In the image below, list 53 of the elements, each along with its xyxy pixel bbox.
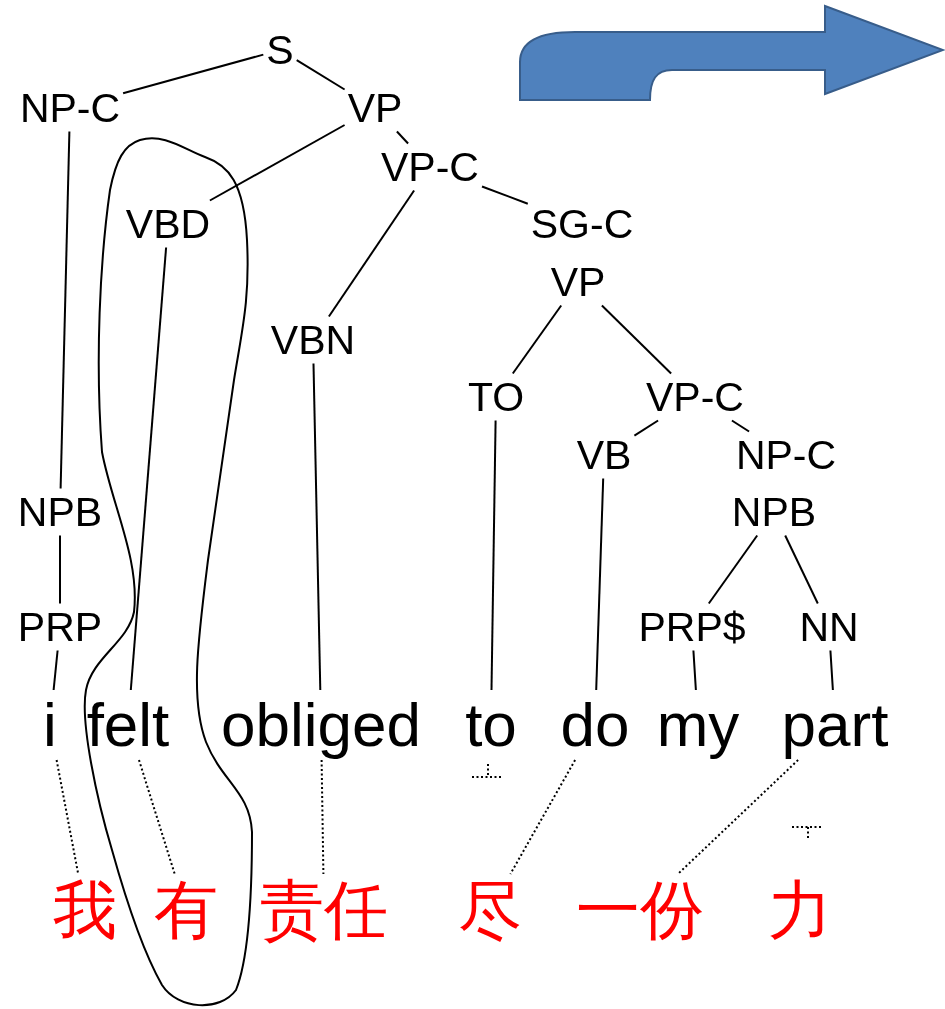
tree-branch xyxy=(395,130,410,145)
tree-branch xyxy=(707,534,759,605)
tree-label: PRP xyxy=(17,606,103,648)
alignment-line xyxy=(138,759,176,875)
tree-label: PRP$ xyxy=(638,606,746,648)
chinese-word: 我 xyxy=(53,878,117,942)
tree-label: VP xyxy=(550,261,606,303)
tree-branch xyxy=(829,649,834,691)
alignment-line xyxy=(55,759,80,875)
chinese-word: 一份 xyxy=(576,878,704,942)
tree-branch xyxy=(295,59,346,91)
tree-branch xyxy=(730,419,751,433)
english-word: i xyxy=(43,694,57,756)
chinese-word: 尽 xyxy=(458,878,522,942)
tree-branch xyxy=(784,534,819,605)
tree-label: NP-C xyxy=(735,434,837,476)
tree-label: NP-C xyxy=(19,87,121,129)
tree-branch xyxy=(595,477,605,691)
chinese-word: 责任 xyxy=(260,878,388,942)
tree-label: VP-C xyxy=(646,376,744,418)
english-word: do xyxy=(560,694,630,756)
tree-label: VP xyxy=(347,87,403,129)
tree-label: TO xyxy=(467,376,525,418)
tree-branch xyxy=(59,534,61,605)
tree-branch xyxy=(490,419,497,691)
tree-branch xyxy=(122,53,265,95)
tree-label: NPB xyxy=(731,491,817,533)
tree-branch xyxy=(52,649,59,691)
english-word: felt xyxy=(86,694,170,756)
tree-branch xyxy=(312,362,322,691)
tree-label: NN xyxy=(799,606,859,648)
tree-branch xyxy=(327,189,416,318)
tree-label: S xyxy=(266,29,294,71)
tree-branch xyxy=(511,304,563,375)
tree-branch xyxy=(481,185,529,205)
tree-branch xyxy=(692,649,697,691)
tree-label: VP-C xyxy=(381,146,479,188)
tree-branch xyxy=(633,419,660,437)
tree-branch xyxy=(600,304,673,375)
alignment-line xyxy=(676,759,800,875)
tree-branch xyxy=(59,130,71,490)
alignment-line xyxy=(320,759,325,875)
tree-label: NPB xyxy=(17,491,103,533)
chinese-word: 力 xyxy=(768,878,832,942)
tree-label: VB xyxy=(576,434,632,476)
tree-label: SG-C xyxy=(530,203,634,245)
english-word: to xyxy=(465,694,517,756)
tree-branch xyxy=(129,246,168,691)
tree-label: VBN xyxy=(270,319,356,361)
alignment-line xyxy=(509,759,577,875)
tree-label: VBD xyxy=(125,203,211,245)
tree-branch xyxy=(208,124,346,202)
chinese-word: 有 xyxy=(154,878,218,942)
